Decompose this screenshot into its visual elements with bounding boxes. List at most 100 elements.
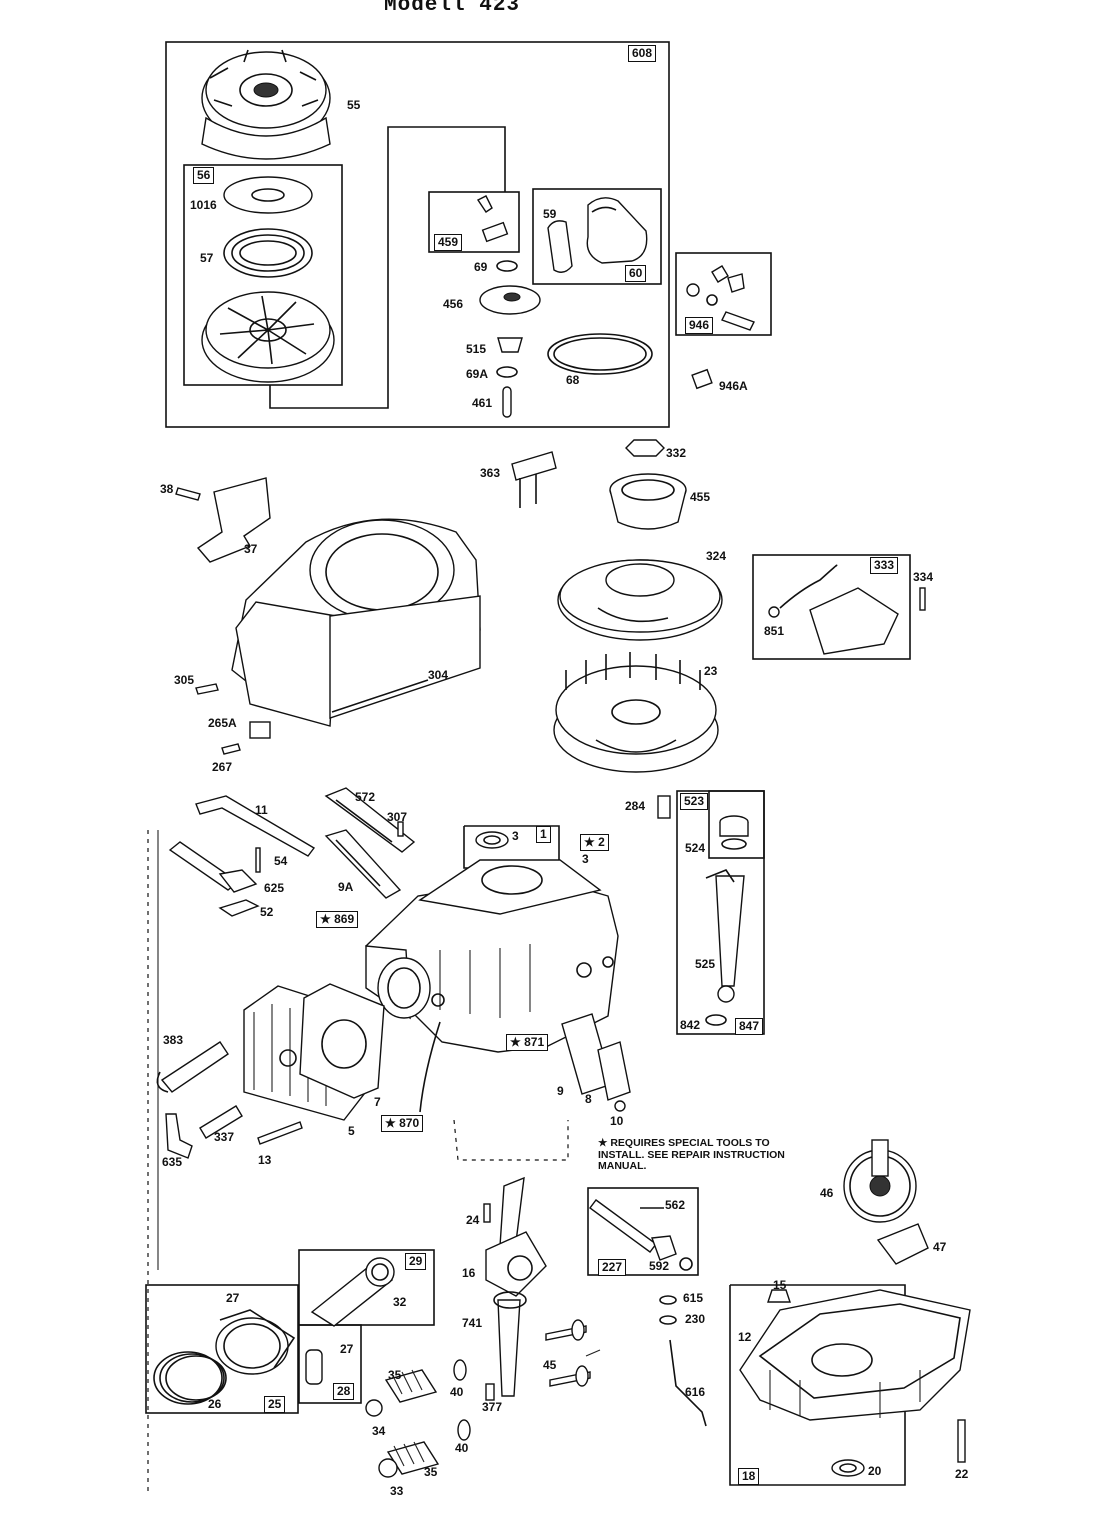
bracket-363 [511,451,557,508]
bolt-305 [195,683,219,695]
bolt-13 [257,1121,303,1145]
part-label-305: 305 [174,673,195,687]
bolt-54 [255,847,261,873]
connecting-rod-box [298,1249,435,1326]
piston-pin-28 [305,1349,323,1385]
part-label-946a: 946A [719,379,748,393]
seal-20 [831,1459,865,1477]
part-label-24: 24 [466,1213,480,1227]
bolt-38 [175,487,201,501]
part-label-52: 52 [260,905,274,919]
part-label-1016: 1016 [190,198,217,212]
screen-324 [557,559,723,641]
box-label-523: 523 [680,793,709,810]
spring-515 [497,337,523,353]
plug-15 [767,1289,791,1303]
diagram-title: Modell 423 [384,0,521,17]
screw-307 [397,821,404,837]
box-label-60: 60 [625,265,647,282]
valve-cover-8 [561,1013,631,1101]
part-label-59: 59 [543,207,557,221]
box-label-1: 1 [536,826,551,843]
box-label-870: ★ 870 [381,1115,424,1132]
part-label-635: 635 [162,1155,183,1169]
box-label-29: 29 [405,1253,427,1270]
part-label-334: 334 [913,570,934,584]
pin-377 [485,1383,495,1401]
part-label-332: 332 [666,446,687,460]
part-label-230: 230 [685,1312,706,1326]
part-label-54: 54 [274,854,288,868]
bracket-265a [249,721,271,739]
washer-1016 [223,176,313,214]
cup-455 [609,473,687,530]
part-label-45: 45 [543,1358,557,1372]
clamp-box [675,252,772,336]
part-label-33: 33 [390,1484,404,1498]
o-ring-842 [705,1014,727,1026]
starter-assembly-frame [165,41,670,428]
part-label-35b: 35 [424,1465,438,1479]
head-gasket-7 [299,983,385,1099]
washer-230 [659,1315,677,1325]
box-label-847: 847 [735,1018,764,1035]
gasket-572 [324,787,416,853]
sump-frame [729,1284,906,1486]
bolt-267 [221,743,241,755]
part-label-9a: 9A [338,880,354,894]
cylinder-block-869 [365,859,619,1053]
part-label-456: 456 [443,297,464,311]
part-label-307: 307 [387,810,408,824]
box-label-2: ★ 2 [580,834,609,851]
piston-rings-26 [153,1351,227,1405]
crankshaft-16 [485,1176,547,1397]
part-label-27b: 27 [340,1342,354,1356]
part-label-592: 592 [649,1259,670,1273]
part-label-616: 616 [685,1385,706,1399]
part-label-525: 525 [695,957,716,971]
part-label-68: 68 [566,373,580,387]
part-label-265a: 265A [208,716,237,730]
valves-45 [545,1319,591,1387]
part-label-69: 69 [474,260,488,274]
part-label-10: 10 [610,1114,624,1128]
valve-springs-35 [365,1369,440,1478]
box-label-946: 946 [685,317,714,334]
elbow-635 [165,1113,193,1159]
part-label-12: 12 [738,1330,752,1344]
leader-line [269,126,506,409]
flywheel-23 [553,652,719,773]
part-label-8: 8 [585,1092,592,1106]
nut-332 [625,439,665,457]
gasket-9a [324,829,402,899]
part-label-15: 15 [773,1278,787,1292]
part-label-69a: 69A [466,367,489,381]
retainers-40 [453,1359,471,1441]
part-label-37: 37 [244,542,258,556]
part-label-461: 461 [472,396,493,410]
ratchet-box [428,191,520,253]
breather-284 [657,795,671,819]
part-label-615: 615 [683,1291,704,1305]
ignition-coil-box [752,554,911,660]
seal-3 [475,831,509,849]
part-label-26: 26 [208,1397,222,1411]
part-label-20: 20 [868,1464,882,1478]
gear-cover-outline [453,1119,569,1161]
part-label-9: 9 [557,1084,564,1098]
leader-870 [419,1021,441,1113]
rewind-spring-57 [223,228,313,278]
box-label-18: 18 [738,1468,760,1485]
key-24 [483,1203,491,1223]
sump-12 [739,1289,971,1421]
blower-housing-304 [231,518,481,727]
pawl-459 [476,195,509,243]
part-label-35: 35 [388,1368,402,1382]
connecting-rod-29 [310,1257,395,1327]
part-label-34: 34 [372,1424,386,1438]
tool-box [587,1187,699,1276]
part-label-57: 57 [200,251,214,265]
part-label-267: 267 [212,760,233,774]
part-label-16: 16 [462,1266,476,1280]
part-label-562: 562 [665,1198,686,1212]
